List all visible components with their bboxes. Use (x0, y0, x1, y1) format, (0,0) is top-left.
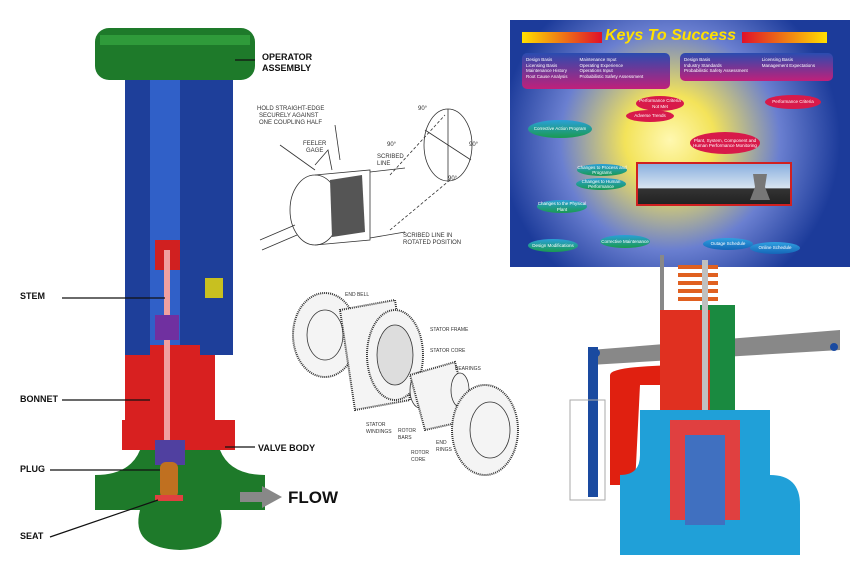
valve-body (95, 450, 265, 510)
label-stator-frame: STATOR FRAME (430, 327, 469, 333)
label-bearings: BEARINGS (455, 366, 481, 372)
label-90-right: 90° (469, 142, 479, 148)
control-valve-cutaway (49, 28, 282, 550)
node-adverse-trends: Adverse Trends (626, 110, 674, 122)
motor-exploded-view (292, 292, 519, 476)
valve-actuator-cutaway (569, 255, 840, 555)
label-operator: OPERATOR (262, 52, 313, 62)
title-bar-right (742, 32, 827, 43)
label-90-bottom: 90° (448, 176, 458, 182)
cooling-tower (750, 174, 770, 200)
label-plug: PLUG (20, 464, 46, 474)
label-bonnet: BONNET (20, 394, 58, 404)
label-rotor-core: ROTOR CORE (411, 450, 429, 463)
label-hold-1: HOLD STRAIGHT-EDGE (257, 106, 325, 112)
label-scribed: SCRIBED (377, 154, 404, 160)
label-stator-core: STATOR CORE (430, 348, 466, 354)
label-rotated-2: ROTATED POSITION (403, 240, 462, 246)
power-plant-photo (636, 162, 792, 206)
label-flow: FLOW (288, 488, 339, 507)
node-design-modifications: Design Modifications (528, 239, 578, 252)
label-rotor-bars: ROTOR BARS (398, 428, 416, 441)
flow-arrow (240, 486, 282, 508)
coupling-alignment-drawing (259, 108, 473, 251)
label-gage: GAGE (306, 148, 324, 154)
label-line: LINE (377, 161, 391, 167)
node-human-performance: Changes to Human Performance (576, 178, 626, 190)
node-plant-monitoring: Plant, System, Component and Human Perfo… (690, 132, 760, 154)
node-process-programs: Changes to Process and Programs (577, 164, 627, 176)
label-90-left: 90° (387, 142, 397, 148)
label-hold-3: ONE COUPLING HALF (259, 120, 323, 126)
label-rotated-1: SCRIBED LINE IN (403, 233, 453, 239)
node-corrective-maintenance: Corrective Maintenance (600, 235, 650, 248)
node-performance-criteria: Performance Criteria (765, 95, 821, 109)
label-assembly: ASSEMBLY (262, 63, 312, 73)
label-end-rings: END RINGS (436, 440, 452, 453)
stem (164, 250, 170, 490)
poster-title: Keys To Success (605, 27, 737, 44)
node-corrective-action-program: Corrective Action Program (528, 120, 592, 138)
label-stem: STEM (20, 291, 46, 301)
node-performance-not-met: Performance Criteria Not Met (636, 96, 684, 111)
label-stator-windings: STATOR WINDINGS (366, 422, 392, 435)
valve-stem (702, 260, 708, 520)
node-online-schedule: Online Schedule (750, 242, 800, 254)
label-valve-body: VALVE BODY (258, 443, 316, 453)
label-end-bell: END BELL (345, 292, 370, 298)
node-physical-plant: Changes to the Physical Plant (537, 200, 587, 213)
plug (160, 462, 178, 498)
title-bar-left (522, 32, 602, 43)
node-outage-schedule: Outage Schedule (703, 238, 753, 250)
label-hold-2: SECURELY AGAINST (259, 113, 319, 119)
seat (155, 495, 183, 501)
label-seat: SEAT (20, 531, 44, 541)
label-90-top: 90° (418, 106, 428, 112)
label-feeler: FEELER (303, 141, 327, 147)
